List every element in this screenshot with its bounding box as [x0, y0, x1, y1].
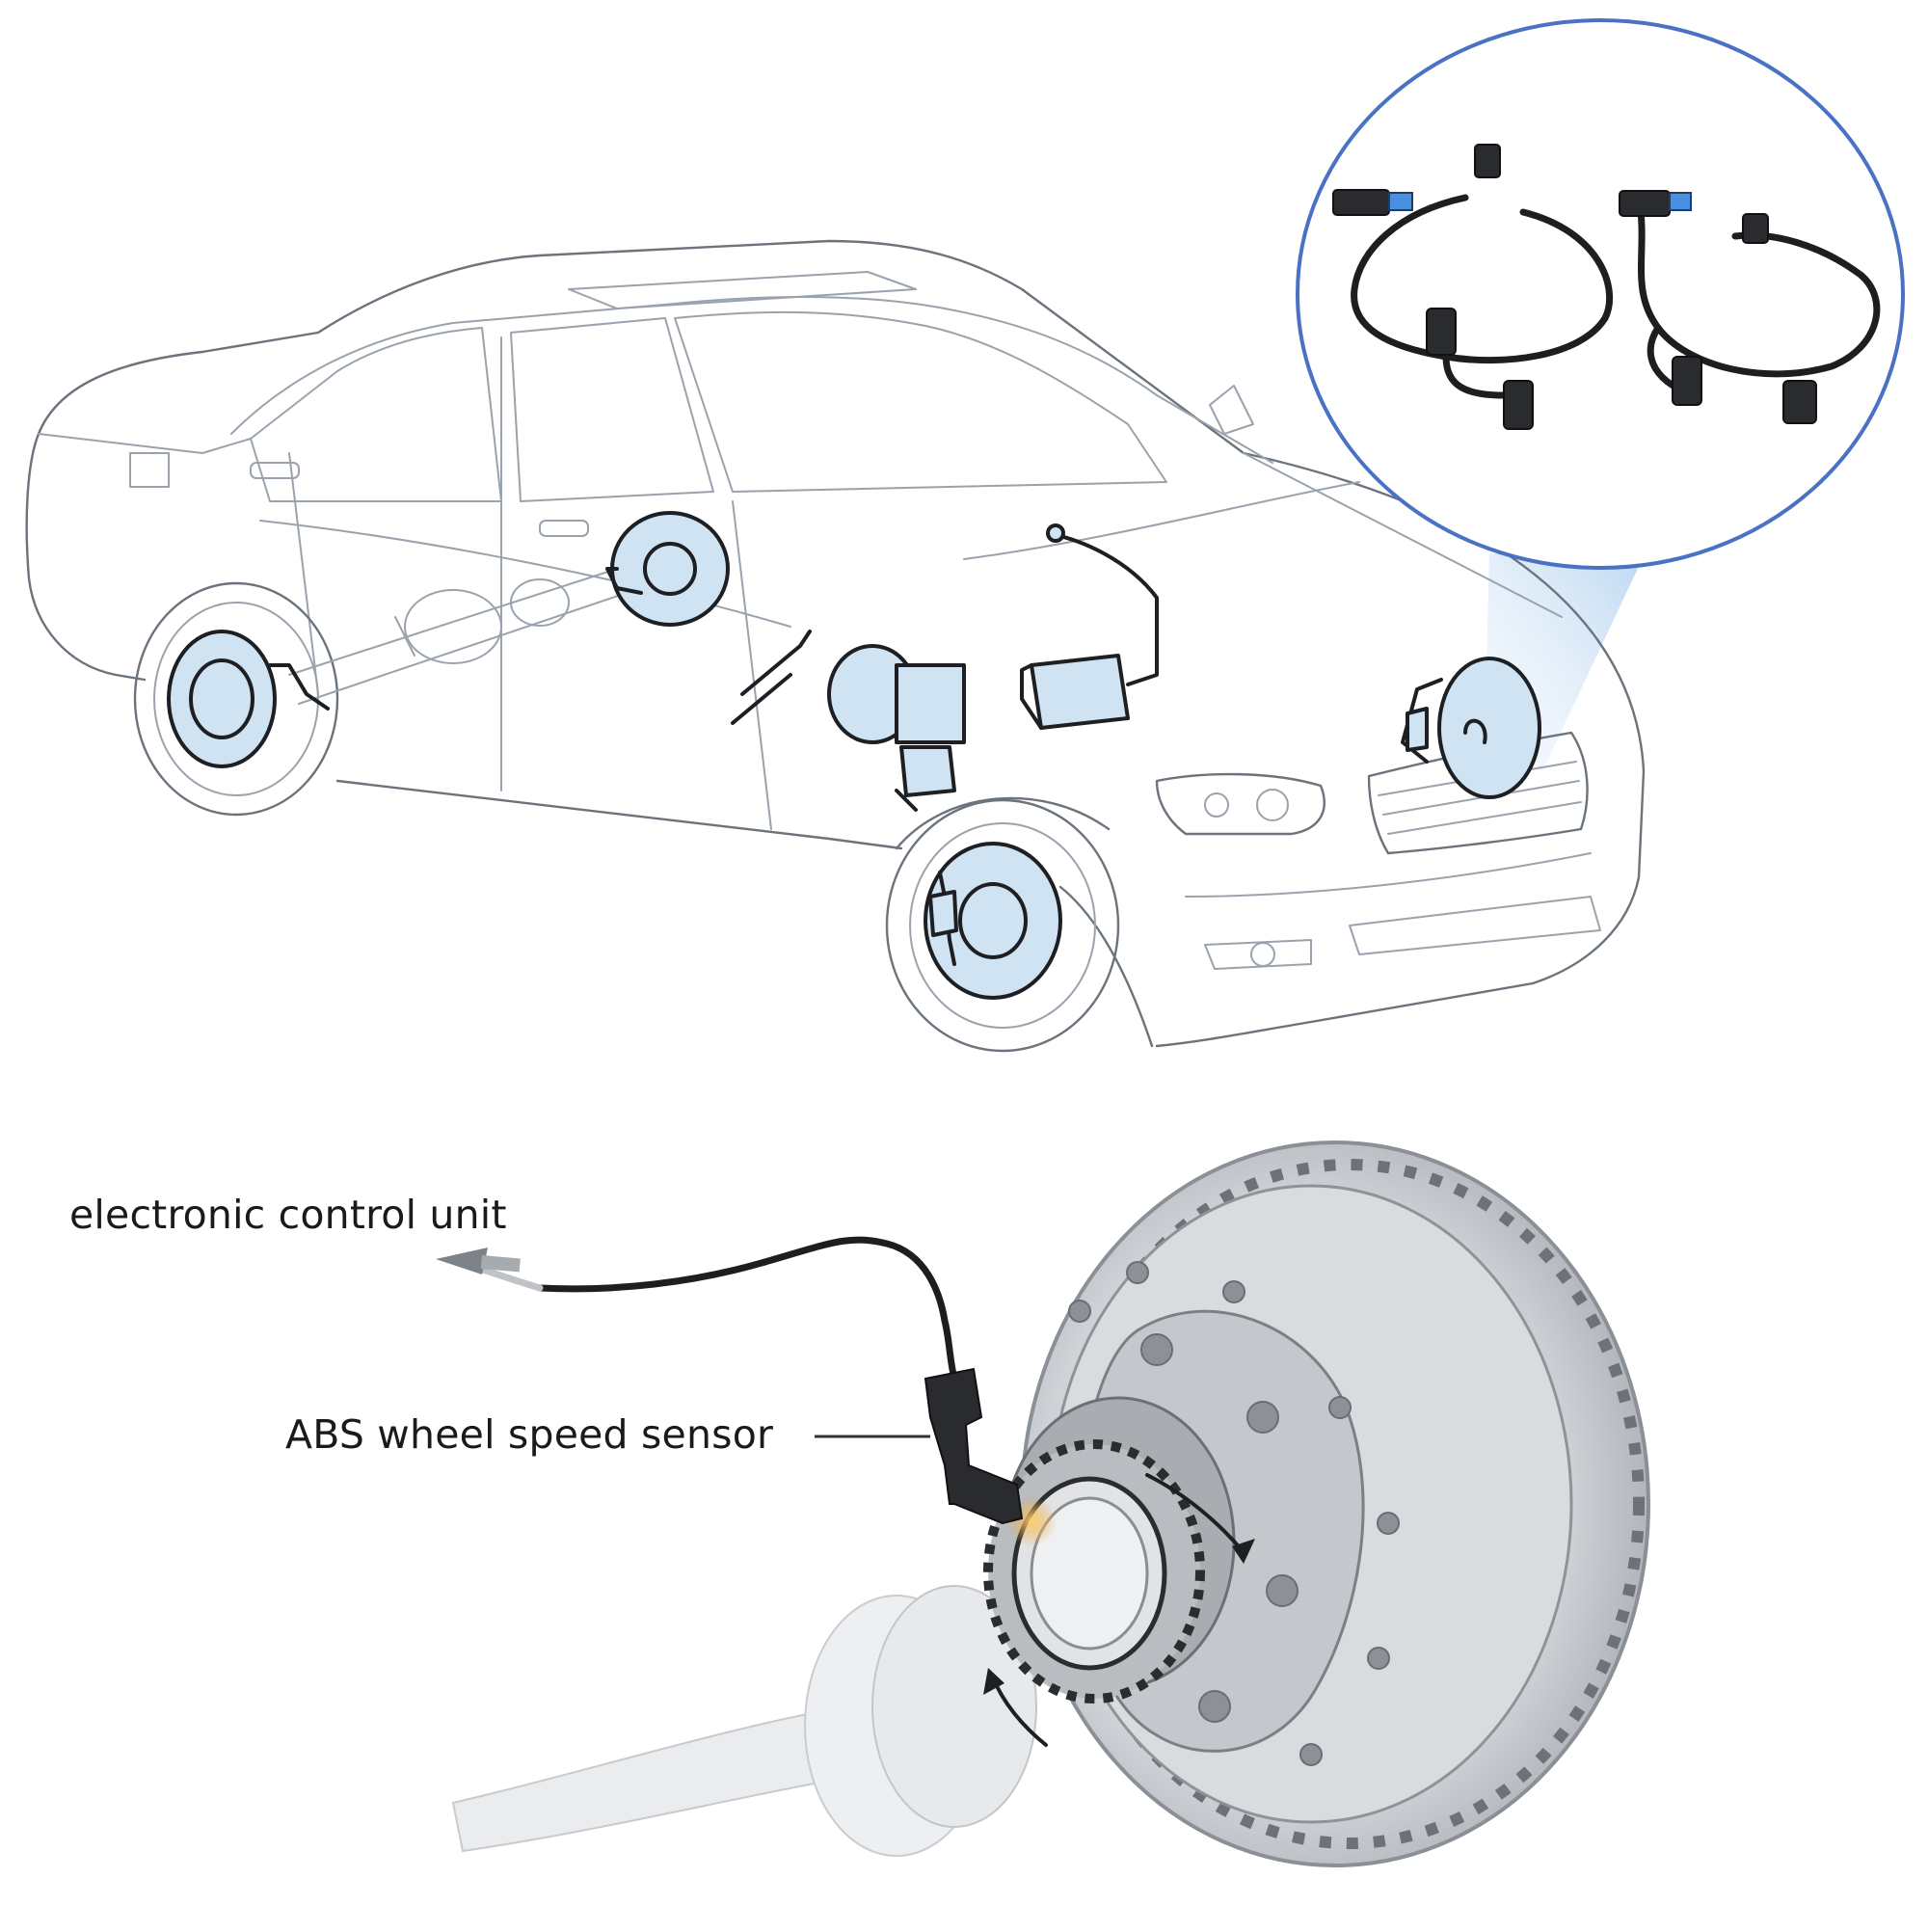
- wheel-hub-detail: [451, 1140, 1650, 1867]
- ecu-label: electronic control unit: [69, 1192, 507, 1238]
- arrow-up-left-icon: [436, 1248, 521, 1275]
- sensor-body: [924, 1367, 1024, 1525]
- abs-modulator: [1020, 654, 1130, 730]
- brake-booster: [605, 511, 730, 627]
- sensor-cable-right: [1619, 190, 1881, 424]
- sensor-label: ABS wheel speed sensor: [285, 1411, 774, 1458]
- rotation-arrow-top: [1145, 1473, 1245, 1554]
- ecu-cable: [536, 1236, 958, 1382]
- abs-sensor-assembly: [459, 1236, 1024, 1525]
- abs-components: [167, 511, 1541, 1000]
- sensor-cable-left: [1332, 144, 1614, 430]
- rear-wheel-sensor: [167, 630, 330, 768]
- product-inset: [1296, 18, 1905, 570]
- front-right-wheel-sensor: [1401, 657, 1541, 799]
- car-illustration: [25, 239, 1646, 1053]
- master-cylinder: [827, 644, 966, 812]
- front-left-wheel-sensor: [924, 842, 1062, 1000]
